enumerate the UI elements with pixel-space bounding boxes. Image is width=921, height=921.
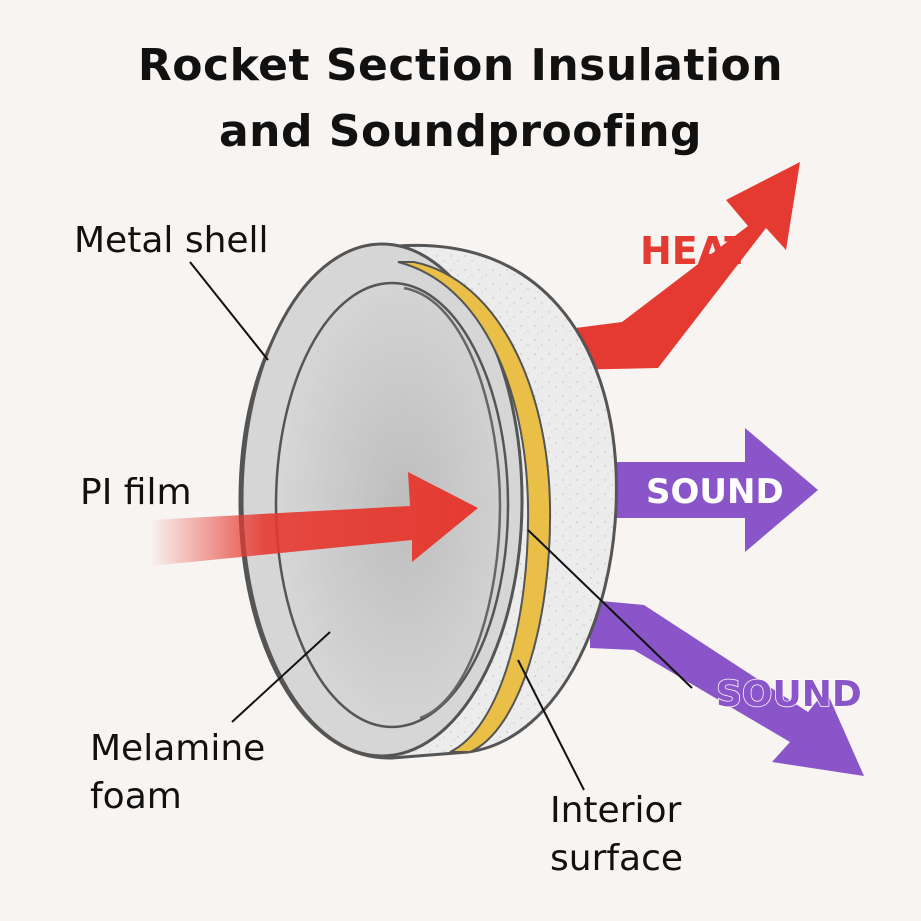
interior-surface-label-line1: Interior bbox=[550, 790, 682, 831]
sound-lower-arrow-label: SOUND bbox=[716, 674, 862, 715]
incoming-heat-arrow bbox=[150, 472, 478, 566]
pi-film-leader bbox=[527, 529, 693, 689]
sound-arrow-lower-shape bbox=[590, 600, 864, 776]
pi-film-label: PI film bbox=[80, 472, 192, 513]
heat-arrow-label: HEAT bbox=[640, 229, 750, 273]
interior-surface bbox=[274, 281, 510, 729]
metal-shell-label: Metal shell bbox=[74, 220, 269, 261]
melamine-foam-label-line2: foam bbox=[90, 776, 182, 817]
pi-film-stripe bbox=[397, 261, 552, 753]
sound-arrow-upper bbox=[590, 428, 818, 552]
heat-arrow-shape bbox=[560, 162, 800, 370]
sound-arrow-lower bbox=[590, 600, 864, 776]
title-line-1: Rocket Section Insulation bbox=[137, 40, 784, 91]
inner-back-rim bbox=[403, 286, 502, 720]
melamine-foam-label-line1: Melamine bbox=[90, 728, 266, 769]
interior-surface-leader bbox=[517, 659, 585, 791]
incoming-heat-arrow-shape bbox=[150, 472, 478, 566]
heat-arrow bbox=[560, 162, 800, 370]
sound-upper-arrow-label: SOUND bbox=[646, 472, 784, 512]
leader-lines bbox=[189, 261, 693, 791]
melamine-foam-leader bbox=[231, 631, 331, 723]
sound-arrow-upper-shape bbox=[590, 428, 818, 552]
metal-shell-leader bbox=[189, 261, 269, 361]
interior-surface-label-line2: surface bbox=[550, 838, 684, 879]
title-line-2: and Soundproofing bbox=[218, 106, 703, 157]
